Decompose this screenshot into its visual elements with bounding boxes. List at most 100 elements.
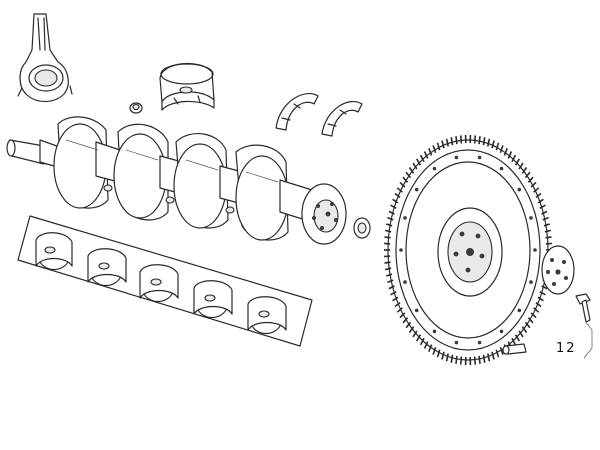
ring-gear-tooth: [416, 334, 422, 342]
ring-gear-tooth: [535, 301, 542, 308]
rim-hole: [454, 340, 459, 345]
ring-gear-tooth: [514, 158, 520, 166]
ring-gear-tooth: [539, 204, 546, 209]
rim-hole: [477, 340, 482, 345]
ring-gear-tooth: [432, 347, 437, 355]
ring-gear-tooth: [482, 137, 486, 146]
ring-gear-tooth: [473, 356, 476, 365]
ring-gear-tooth: [521, 326, 528, 333]
ring-gear-tooth: [542, 216, 549, 221]
ring-gear-tooth: [405, 171, 412, 179]
ring-gear-tooth: [402, 176, 409, 183]
bearing-shell-upper: [159, 62, 215, 111]
ring-gear-tooth: [387, 216, 394, 221]
ring-gear-tooth: [455, 136, 458, 145]
ring-gear-tooth: [436, 142, 441, 151]
rim-hole: [499, 166, 504, 171]
bearing-shell-4: [193, 280, 233, 319]
ring-gear-tooth: [544, 229, 551, 233]
ring-gear-tooth: [384, 261, 391, 264]
ring-gear-tooth: [396, 187, 403, 193]
ring-gear-tooth: [455, 355, 458, 364]
rim-hole: [399, 248, 403, 252]
ring-gear-tooth: [482, 354, 486, 363]
ring-gear-tooth: [399, 312, 406, 319]
ring-gear-tooth: [392, 296, 399, 302]
ring-gear-tooth: [518, 330, 524, 338]
rim-hole: [517, 187, 522, 192]
bearing-shells-set: [17, 215, 313, 347]
ring-gear-tooth: [487, 138, 491, 147]
rim-hole: [533, 248, 537, 252]
ring-gear-tooth: [390, 204, 397, 209]
ring-gear-tooth: [388, 210, 395, 215]
flywheel-washer-plate: [541, 245, 575, 295]
rim-hole: [517, 308, 522, 313]
rim-hole: [414, 187, 419, 192]
ring-gear-tooth: [385, 273, 393, 277]
rim-hole: [403, 216, 407, 220]
ring-gear-tooth: [405, 321, 412, 329]
ring-gear-tooth: [423, 341, 429, 349]
ring-gear-tooth: [511, 154, 517, 163]
ring-gear-tooth: [527, 317, 534, 324]
ring-gear-tooth: [388, 285, 395, 290]
ring-gear-tooth: [487, 353, 491, 362]
rim-hole: [403, 280, 407, 284]
rim-hole: [454, 155, 459, 160]
bearing-shell-1: [35, 232, 73, 271]
flywheel-bolt: [575, 293, 591, 323]
ring-gear-tooth: [450, 137, 454, 146]
ring-gear-tooth: [412, 162, 418, 170]
ring-gear-tooth: [408, 326, 415, 333]
ring-gear-tooth: [507, 151, 513, 159]
rim-hole: [414, 308, 419, 313]
ring-gear-tooth: [478, 136, 481, 145]
ring-gear-tooth: [491, 140, 495, 149]
crankshaft: [6, 116, 347, 245]
ring-gear-tooth: [460, 135, 463, 144]
ring-gear-tooth: [384, 242, 391, 245]
ring-gear-tooth: [530, 312, 537, 319]
ring-gear-tooth: [527, 176, 534, 183]
ring-gear-tooth: [495, 142, 500, 151]
ring-gear-tooth: [390, 291, 397, 296]
rim-hole: [499, 329, 504, 334]
ring-gear-tooth: [385, 229, 392, 233]
ring-gear-tooth: [428, 148, 433, 156]
ring-gear-tooth: [537, 198, 544, 204]
ring-gear-tooth: [460, 356, 463, 365]
ring-gear-tooth: [399, 181, 406, 188]
flywheel: [384, 134, 552, 366]
ring-gear-tooth: [394, 192, 401, 199]
bearing-shell-5: [247, 296, 287, 335]
ring-gear-tooth: [524, 321, 531, 329]
ring-gear-tooth: [543, 223, 551, 227]
ring-gear-tooth: [473, 135, 476, 144]
rim-hole: [432, 329, 437, 334]
ring-gear-tooth: [533, 187, 540, 193]
ring-gear-tooth: [396, 307, 403, 313]
ring-gear-tooth: [533, 307, 540, 313]
ring-gear-tooth: [537, 296, 544, 302]
ring-gear-tooth: [545, 242, 552, 245]
callout-label: 12: [556, 341, 577, 356]
ring-gear-tooth: [521, 167, 528, 174]
bearing-shell-2: [87, 248, 127, 287]
ring-gear-tooth: [445, 353, 449, 362]
ring-gear-tooth: [478, 355, 481, 364]
ring-gear-tooth: [495, 349, 500, 358]
ring-gear-tooth: [432, 145, 437, 153]
ring-gear-tooth: [412, 330, 418, 338]
ring-gear-tooth: [436, 349, 441, 358]
ring-gear-tooth: [511, 337, 517, 346]
pilot-bush: [353, 217, 371, 239]
ring-gear-tooth: [384, 236, 391, 239]
ring-gear-tooth: [491, 351, 495, 360]
ring-gear-tooth: [514, 334, 520, 342]
ring-gear-tooth: [441, 140, 445, 149]
ring-gear-tooth: [394, 301, 401, 308]
callout-12: 12: [556, 321, 593, 359]
ring-gear-tooth: [535, 192, 542, 199]
